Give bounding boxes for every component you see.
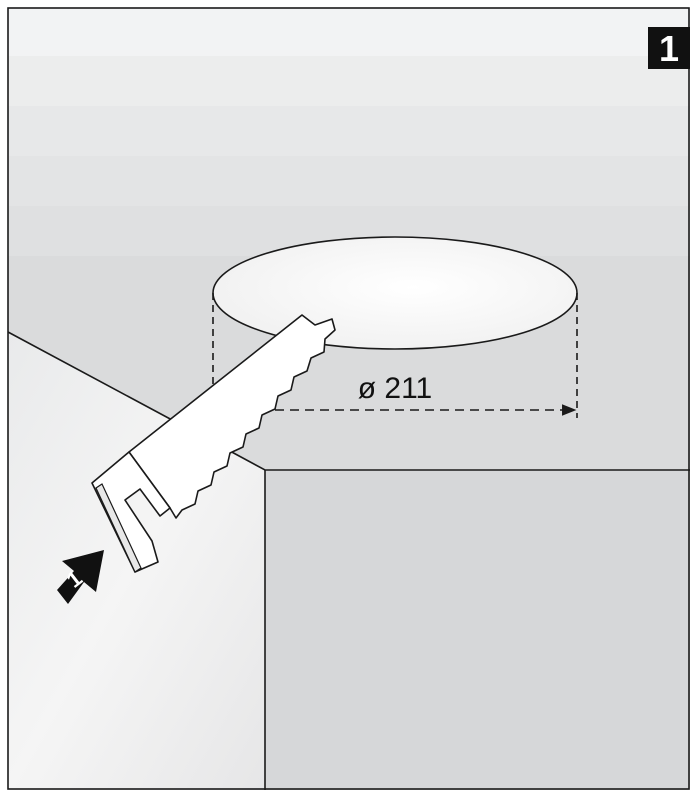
detail-arrow-icon: 1	[57, 550, 104, 604]
step-number: 1	[659, 28, 679, 69]
panel-edges	[7, 331, 690, 790]
jigsaw-blade-icon	[91, 314, 336, 573]
figure-frame	[7, 7, 690, 790]
dimension-extension-lines	[212, 293, 578, 418]
step-badge: 1	[648, 27, 690, 69]
dimension-label: ø 211	[358, 372, 433, 405]
front-panel	[265, 470, 690, 790]
cutout-hole	[212, 236, 578, 350]
